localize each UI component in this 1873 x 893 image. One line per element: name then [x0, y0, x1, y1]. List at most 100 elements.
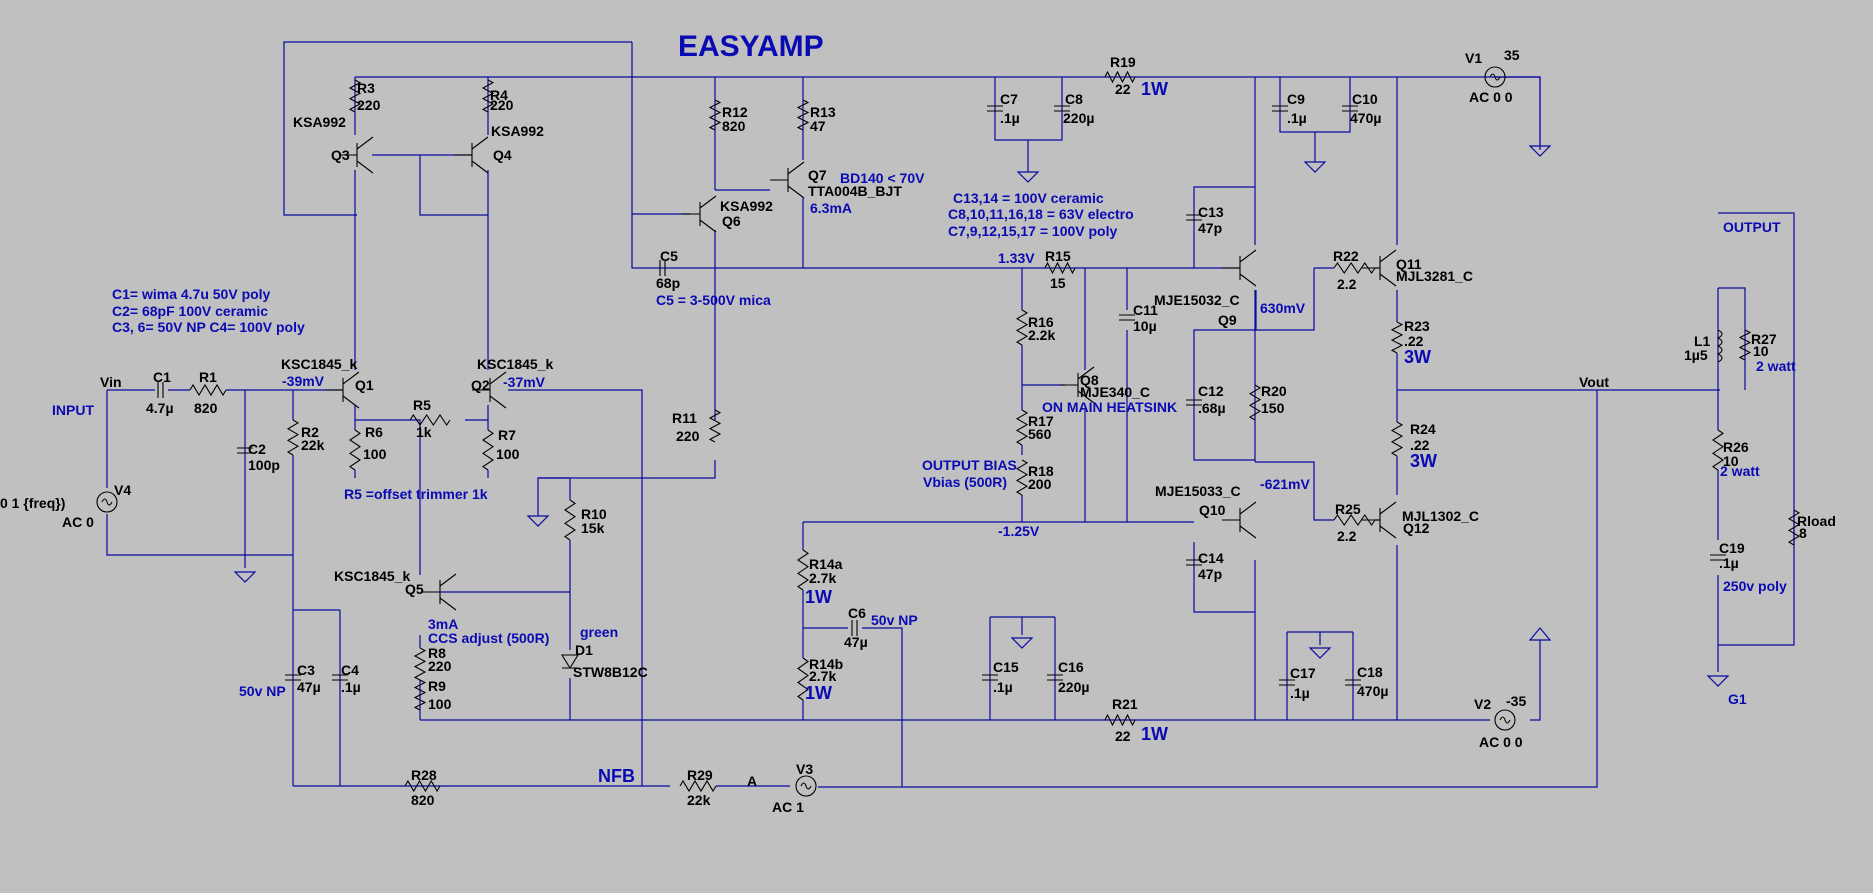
label-r11v: 220 [676, 428, 700, 444]
label-v125: -1.25V [998, 523, 1040, 539]
label-r6v: 100 [363, 446, 387, 462]
wires [106, 41, 1795, 788]
label-q9: Q9 [1218, 312, 1237, 328]
label-d1n: STW8B12C [573, 664, 648, 680]
label-r24: R24 [1410, 421, 1436, 437]
label-i63: 6.3mA [810, 200, 852, 216]
ground-c15 [1010, 637, 1034, 649]
label-out: OUTPUT [1723, 219, 1781, 235]
capacitor-c15 [982, 674, 998, 681]
transistor-q7 [770, 161, 805, 199]
label-r14a: R14a [809, 556, 843, 572]
label-c4: C4 [341, 662, 359, 678]
resistor-r3 [348, 79, 362, 113]
label-v1: V1 [1465, 50, 1482, 66]
capacitor-c2 [237, 447, 253, 454]
source-v3 [795, 775, 817, 797]
label-q11n: MJL3281_C [1396, 268, 1473, 284]
label-r8v: 220 [428, 658, 452, 674]
label-q5: Q5 [405, 581, 424, 597]
label-v3ac: AC 1 [772, 799, 804, 815]
label-r15: R15 [1045, 248, 1071, 264]
label-r10v: 15k [581, 520, 605, 536]
label-r27v: 10 [1753, 343, 1769, 359]
label-q10: Q10 [1199, 502, 1226, 518]
label-rload: Rload [1797, 513, 1836, 529]
label-r21: R21 [1112, 696, 1138, 712]
label-v4ac: AC 0 [62, 514, 94, 530]
transistor-q4 [454, 136, 489, 174]
label-c5: C5 [660, 248, 678, 264]
label-r7: R7 [498, 427, 516, 443]
label-l1: L1 [1694, 333, 1711, 349]
label-r20: R20 [1261, 383, 1287, 399]
label-l1v: 1µ5 [1684, 347, 1708, 363]
label-ksa992a: KSA992 [293, 114, 346, 130]
label-note1: C13,14 = 100V ceramic [953, 190, 1104, 206]
resistor-r18 [1015, 459, 1029, 496]
capacitor-c5 [659, 260, 666, 276]
label-mje32: MJE15032_C [1154, 292, 1240, 308]
resistor-r25 [1333, 514, 1376, 526]
label-r11: R11 [672, 410, 697, 426]
label-q12n: MJL1302_C [1402, 508, 1479, 524]
label-r14av: 2.7k [809, 570, 836, 586]
label-v2v: -35 [1506, 693, 1526, 709]
label-i3: 3mA [428, 616, 458, 632]
label-heat: ON MAIN HEATSINK [1042, 399, 1177, 415]
resistor-r22 [1333, 262, 1376, 274]
label-mv37n: -37mV [503, 374, 546, 390]
capacitor-c7 [987, 105, 1003, 112]
label-capn3: C3, 6= 50V NP C4= 100V poly [112, 319, 305, 335]
label-r1: R1 [199, 369, 217, 385]
label-mv39n: -39mV [282, 373, 325, 389]
capacitor-c8 [1054, 105, 1070, 112]
label-c15: C15 [993, 659, 1019, 675]
transistor-q2 [472, 371, 507, 409]
label-r25: R25 [1335, 501, 1361, 517]
resistor-r27 [1738, 329, 1752, 361]
resistor-r9 [413, 679, 427, 711]
label-c9: C9 [1287, 91, 1305, 107]
label-r9: R9 [428, 678, 446, 694]
label-c12v: .68µ [1198, 400, 1226, 416]
label-r7v: 100 [496, 446, 520, 462]
source-v4 [96, 491, 118, 513]
inductor-l1 [1716, 329, 1723, 363]
resistor-r21 [1104, 713, 1136, 727]
label-v630: 630mV [1260, 300, 1306, 316]
label-r23: R23 [1404, 318, 1430, 334]
label-mje33: MJE15033_C [1155, 483, 1241, 499]
label-bd140: BD140 < 70V [840, 170, 925, 186]
resistor-r19 [1104, 70, 1136, 84]
label-c16: C16 [1058, 659, 1084, 675]
label-r14b: R14b [809, 656, 843, 672]
label-c14: C14 [1198, 550, 1224, 566]
label-c7: C7 [1000, 91, 1018, 107]
resistor-r28 [404, 779, 441, 793]
label-r13v: 47 [810, 118, 826, 134]
capacitor-c12 [1186, 399, 1202, 406]
source-v1 [1484, 66, 1506, 88]
label-r14aw: 1W [805, 587, 832, 607]
label-c6v: 47µ [844, 634, 868, 650]
transistor-q10 [1222, 501, 1257, 539]
label-r13: R13 [810, 104, 836, 120]
label-r21v: 22 [1115, 728, 1131, 744]
label-q7: Q7 [808, 167, 827, 183]
capacitor-c9 [1272, 105, 1288, 112]
label-v3: V3 [796, 761, 813, 777]
label-ccs: CCS adjust (500R) [428, 630, 549, 646]
label-r18v: 200 [1028, 476, 1052, 492]
resistor-r11 [708, 409, 722, 443]
capacitor-c3 [285, 674, 301, 681]
label-r14bv: 2.7k [809, 668, 836, 684]
label-c17: C17 [1290, 665, 1316, 681]
label-c13: C13 [1198, 204, 1224, 220]
capacitor-c14 [1186, 559, 1202, 566]
label-r1v: 820 [194, 400, 218, 416]
label-r6: R6 [365, 424, 383, 440]
transistor-q3 [339, 136, 374, 174]
resistor-r17 [1015, 409, 1029, 446]
